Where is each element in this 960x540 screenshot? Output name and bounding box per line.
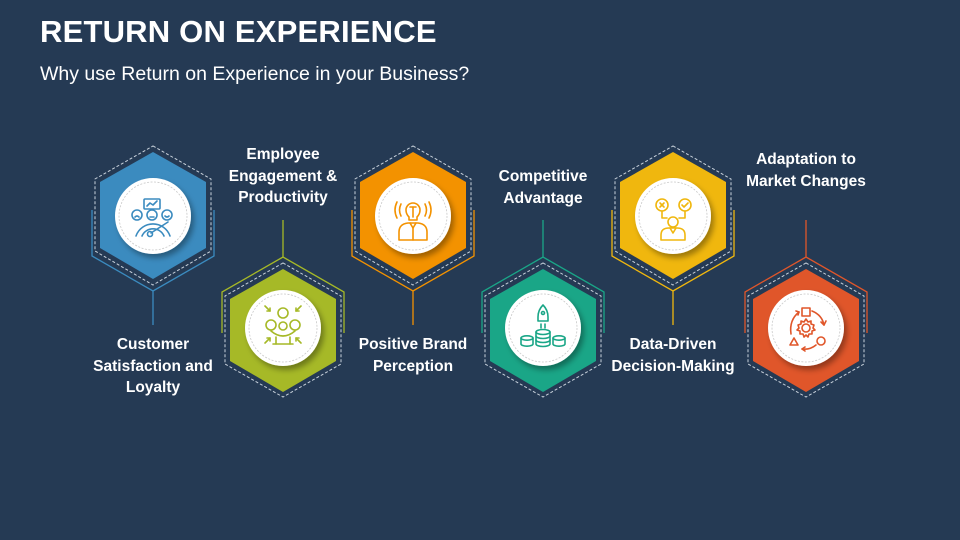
customer-satisfaction-meter-icon: [131, 198, 173, 238]
hex-item-adaptation-to-market-changes: [744, 220, 868, 398]
hex-item-data-driven-decision-making: [611, 145, 735, 325]
label-competitive-advantage: Competitive Advantage: [498, 168, 588, 207]
label-positive-brand-perception: Positive Brand Perception: [358, 336, 468, 375]
team-collaboration-icon: [264, 305, 302, 345]
page-title: RETURN ON EXPERIENCE: [40, 14, 437, 49]
hex-item-customer-satisfaction: [91, 145, 215, 325]
adaptation-cycle-gear-icon: [789, 307, 827, 352]
icon-circle: [768, 290, 844, 366]
rocket-coins-growth-icon: [520, 304, 566, 348]
hex-item-positive-brand-perception: [351, 145, 475, 325]
label-adaptation-to-market-changes: Adaptation to Market Changes: [746, 151, 866, 190]
hex-item-employee-engagement: [221, 220, 345, 398]
label-customer-satisfaction: Customer Satisfaction and Loyalty: [93, 336, 213, 396]
label-employee-engagement: Employee Engagement & Productivity: [228, 146, 338, 206]
icon-circle: [635, 178, 711, 254]
hex-item-competitive-advantage: [481, 220, 605, 398]
page-subtitle: Why use Return on Experience in your Bus…: [40, 63, 470, 85]
decision-person-check-cross-icon: [655, 198, 692, 241]
idea-person-lightbulb-icon: [394, 201, 432, 241]
icon-circle: [245, 290, 321, 366]
icon-circle: [115, 178, 191, 254]
icon-circle: [505, 290, 581, 366]
label-data-driven-decision-making: Data-Driven Decision-Making: [611, 336, 735, 375]
